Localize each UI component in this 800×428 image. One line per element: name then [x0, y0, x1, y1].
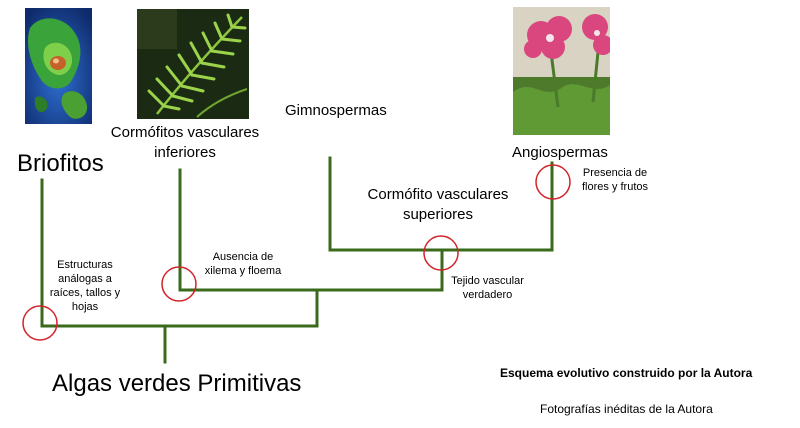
cormofitos-superiores-line-2: superiores: [402, 206, 474, 223]
presencia-line-2: flores y frutos: [581, 181, 649, 193]
petunia-photo: [513, 7, 610, 135]
ausencia-label: Ausencia de xilema y floema: [198, 250, 288, 278]
presencia-line-1: Presencia de: [582, 167, 648, 179]
briofitos-label: Briofitos: [17, 150, 104, 177]
fern-photo: [137, 9, 249, 119]
estructuras-line-1: Estructuras: [57, 259, 113, 271]
estructuras-line-4: hojas: [71, 301, 99, 313]
tejido-line-2: verdadero: [462, 289, 513, 301]
tejido-line-1: Tejido vascular: [451, 275, 524, 287]
cormofitos-inferiores-label: Cormófitos vasculares inferiores: [100, 123, 270, 163]
algas-label: Algas verdes Primitivas: [52, 370, 302, 397]
credit-photos: Fotografías inéditas de la Autora: [540, 402, 713, 416]
cormofitos-inferiores-line-1: Cormófitos vasculares: [110, 124, 260, 141]
cormofitos-superiores-label: Cormófito vasculares superiores: [358, 185, 518, 225]
presencia-label: Presencia de flores y frutos: [570, 166, 660, 194]
ausencia-line-1: Ausencia de: [212, 251, 274, 263]
ausencia-line-2: xilema y floema: [204, 265, 282, 277]
cormofitos-superiores-line-1: Cormófito vasculares: [367, 186, 509, 203]
cormofitos-inferiores-line-2: inferiores: [154, 144, 216, 161]
tejido-marker: [423, 235, 459, 271]
gimnospermas-label: Gimnospermas: [285, 102, 387, 119]
estructuras-marker: [22, 305, 58, 341]
ausencia-marker: [161, 266, 197, 302]
moss-photo: [25, 8, 92, 124]
angiospermas-label: Angiospermas: [512, 144, 608, 161]
estructuras-line-3: raíces, tallos y: [49, 287, 121, 299]
presencia-marker: [535, 164, 571, 200]
estructuras-label: Estructuras análogas a raíces, tallos y …: [40, 258, 130, 314]
tejido-label: Tejido vascular verdadero: [440, 274, 535, 302]
credit-title: Esquema evolutivo construido por la Auto…: [500, 366, 753, 380]
estructuras-line-2: análogas a: [58, 273, 112, 285]
